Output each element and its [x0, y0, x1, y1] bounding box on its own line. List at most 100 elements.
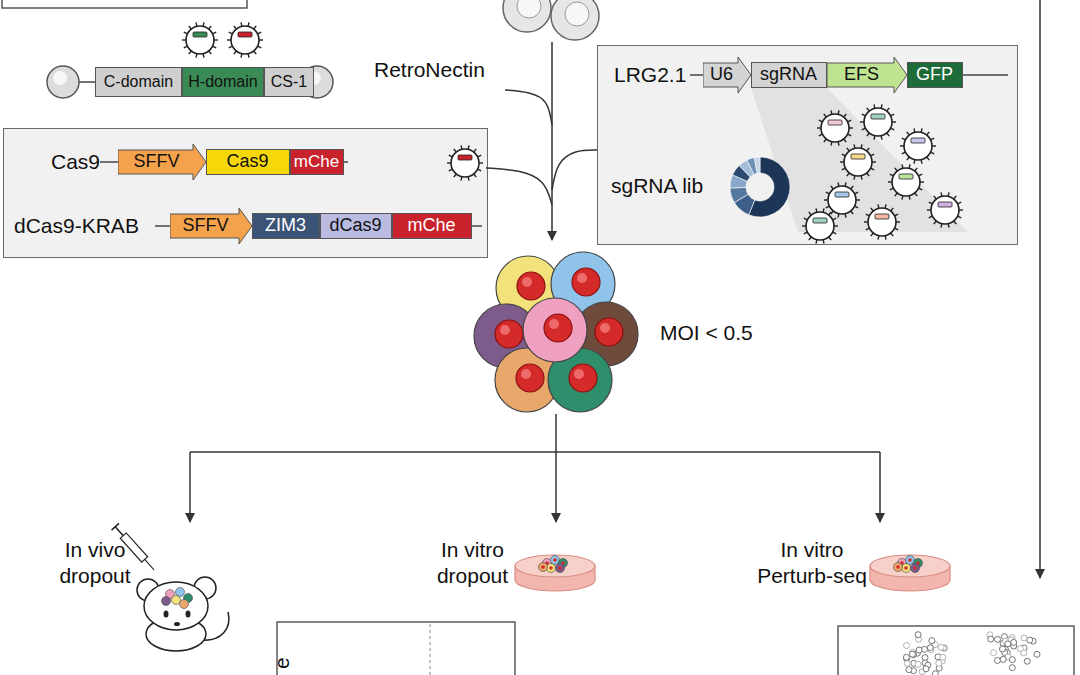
flow-curve	[505, 90, 552, 125]
scatter-point	[919, 669, 925, 675]
virus-spike	[931, 152, 935, 154]
virus-spike	[460, 177, 462, 181]
scatter-point	[1017, 646, 1023, 652]
virus-spike	[822, 208, 824, 212]
segment-label: H-domain	[188, 73, 257, 91]
mouse-eye	[164, 611, 169, 618]
virus-spike	[227, 39, 231, 40]
cell	[474, 304, 538, 368]
virus-spike	[934, 196, 936, 199]
virus-spike	[902, 138, 906, 140]
virus-spike	[824, 199, 828, 200]
virus-spike	[809, 237, 811, 240]
virus-spike	[844, 139, 846, 142]
donut-slice	[754, 157, 760, 173]
virus-spike	[847, 173, 849, 176]
virus-spike	[920, 128, 922, 132]
cultured-cell	[911, 564, 920, 573]
virus-spike	[817, 127, 821, 128]
virus-spike	[240, 54, 242, 58]
annotation: RetroNectin	[374, 57, 485, 83]
virus-spike	[202, 22, 204, 26]
construct-panel: LRG2.1sgRNA libU6sgRNAEFSGFP	[597, 45, 1018, 245]
virus-spike	[259, 39, 263, 40]
scatter-point	[1008, 637, 1014, 643]
scatter-point	[904, 642, 910, 648]
scatter-point	[932, 642, 938, 648]
virus-spike	[891, 233, 893, 236]
cell	[523, 298, 587, 362]
virus-spike	[890, 174, 894, 176]
virus-spike	[927, 157, 929, 160]
segment-label: ZIM3	[265, 215, 306, 236]
cell-nucleus	[558, 566, 562, 570]
virus-spike	[189, 26, 191, 29]
scatter-point	[1027, 637, 1033, 643]
virus-genome	[899, 174, 913, 179]
cell-nucleus	[569, 364, 597, 392]
virus-capsid	[231, 26, 259, 54]
virus-spike	[819, 134, 823, 136]
virus-spike	[833, 218, 837, 220]
virus-spike	[877, 236, 879, 240]
virus-spike	[474, 149, 476, 152]
scatter-point	[1021, 645, 1027, 651]
virus-capsid	[931, 196, 959, 224]
segment-label: mChe	[407, 215, 455, 236]
partial-chart-frame	[277, 622, 515, 675]
virus-spike	[892, 121, 896, 122]
flow-line	[189, 452, 191, 522]
flow-line	[551, 42, 553, 240]
virus-spike	[804, 232, 808, 234]
dish-bottom	[515, 569, 595, 591]
scatter-point	[915, 661, 921, 667]
virus-spike	[182, 39, 186, 40]
virus-spike	[234, 26, 236, 29]
segment-label: EFS	[844, 64, 889, 85]
virus-spike	[853, 176, 855, 180]
dish-wall	[870, 566, 950, 580]
virus-icon	[182, 22, 218, 57]
virus-icon	[927, 192, 963, 227]
scatter-point	[1009, 635, 1015, 641]
virus-genome	[875, 214, 889, 219]
virus-spike	[954, 221, 956, 224]
virus-icon	[860, 104, 896, 139]
scatter-point	[903, 654, 909, 660]
cell-nucleus	[908, 558, 912, 562]
scatter-point	[915, 632, 921, 638]
virus-spike	[454, 174, 456, 177]
virus-spike	[902, 152, 906, 154]
virus-spike	[815, 240, 817, 244]
cell-nucleus	[495, 320, 523, 348]
scatter-point	[928, 647, 934, 653]
virus-spike	[802, 225, 806, 226]
cell-nucleus	[913, 566, 917, 570]
virus-spike	[240, 22, 242, 26]
engrafted-cell	[172, 596, 181, 605]
virus-genome	[458, 155, 472, 160]
virus-spike	[460, 145, 462, 149]
virus-spike	[891, 114, 895, 116]
panel-fill	[3, 128, 488, 258]
axis-label: e	[269, 657, 295, 669]
cell	[548, 348, 612, 412]
virus-spike	[855, 192, 859, 194]
virus-spike	[831, 186, 833, 189]
scatter-point	[1001, 634, 1007, 640]
flow-line	[555, 452, 557, 522]
virus-genome	[851, 154, 865, 159]
virus-spike	[826, 206, 830, 208]
virus-spike	[830, 142, 832, 146]
scatter-point	[904, 656, 910, 662]
annotation: In vitro dropout	[425, 537, 520, 590]
virus-spike	[873, 136, 875, 140]
virus-spike	[844, 214, 846, 218]
scatter-point	[922, 660, 928, 666]
promoter-arrow: SFFV	[170, 208, 252, 244]
virus-spike	[234, 51, 236, 54]
domain-segment: C-domain	[95, 67, 182, 97]
